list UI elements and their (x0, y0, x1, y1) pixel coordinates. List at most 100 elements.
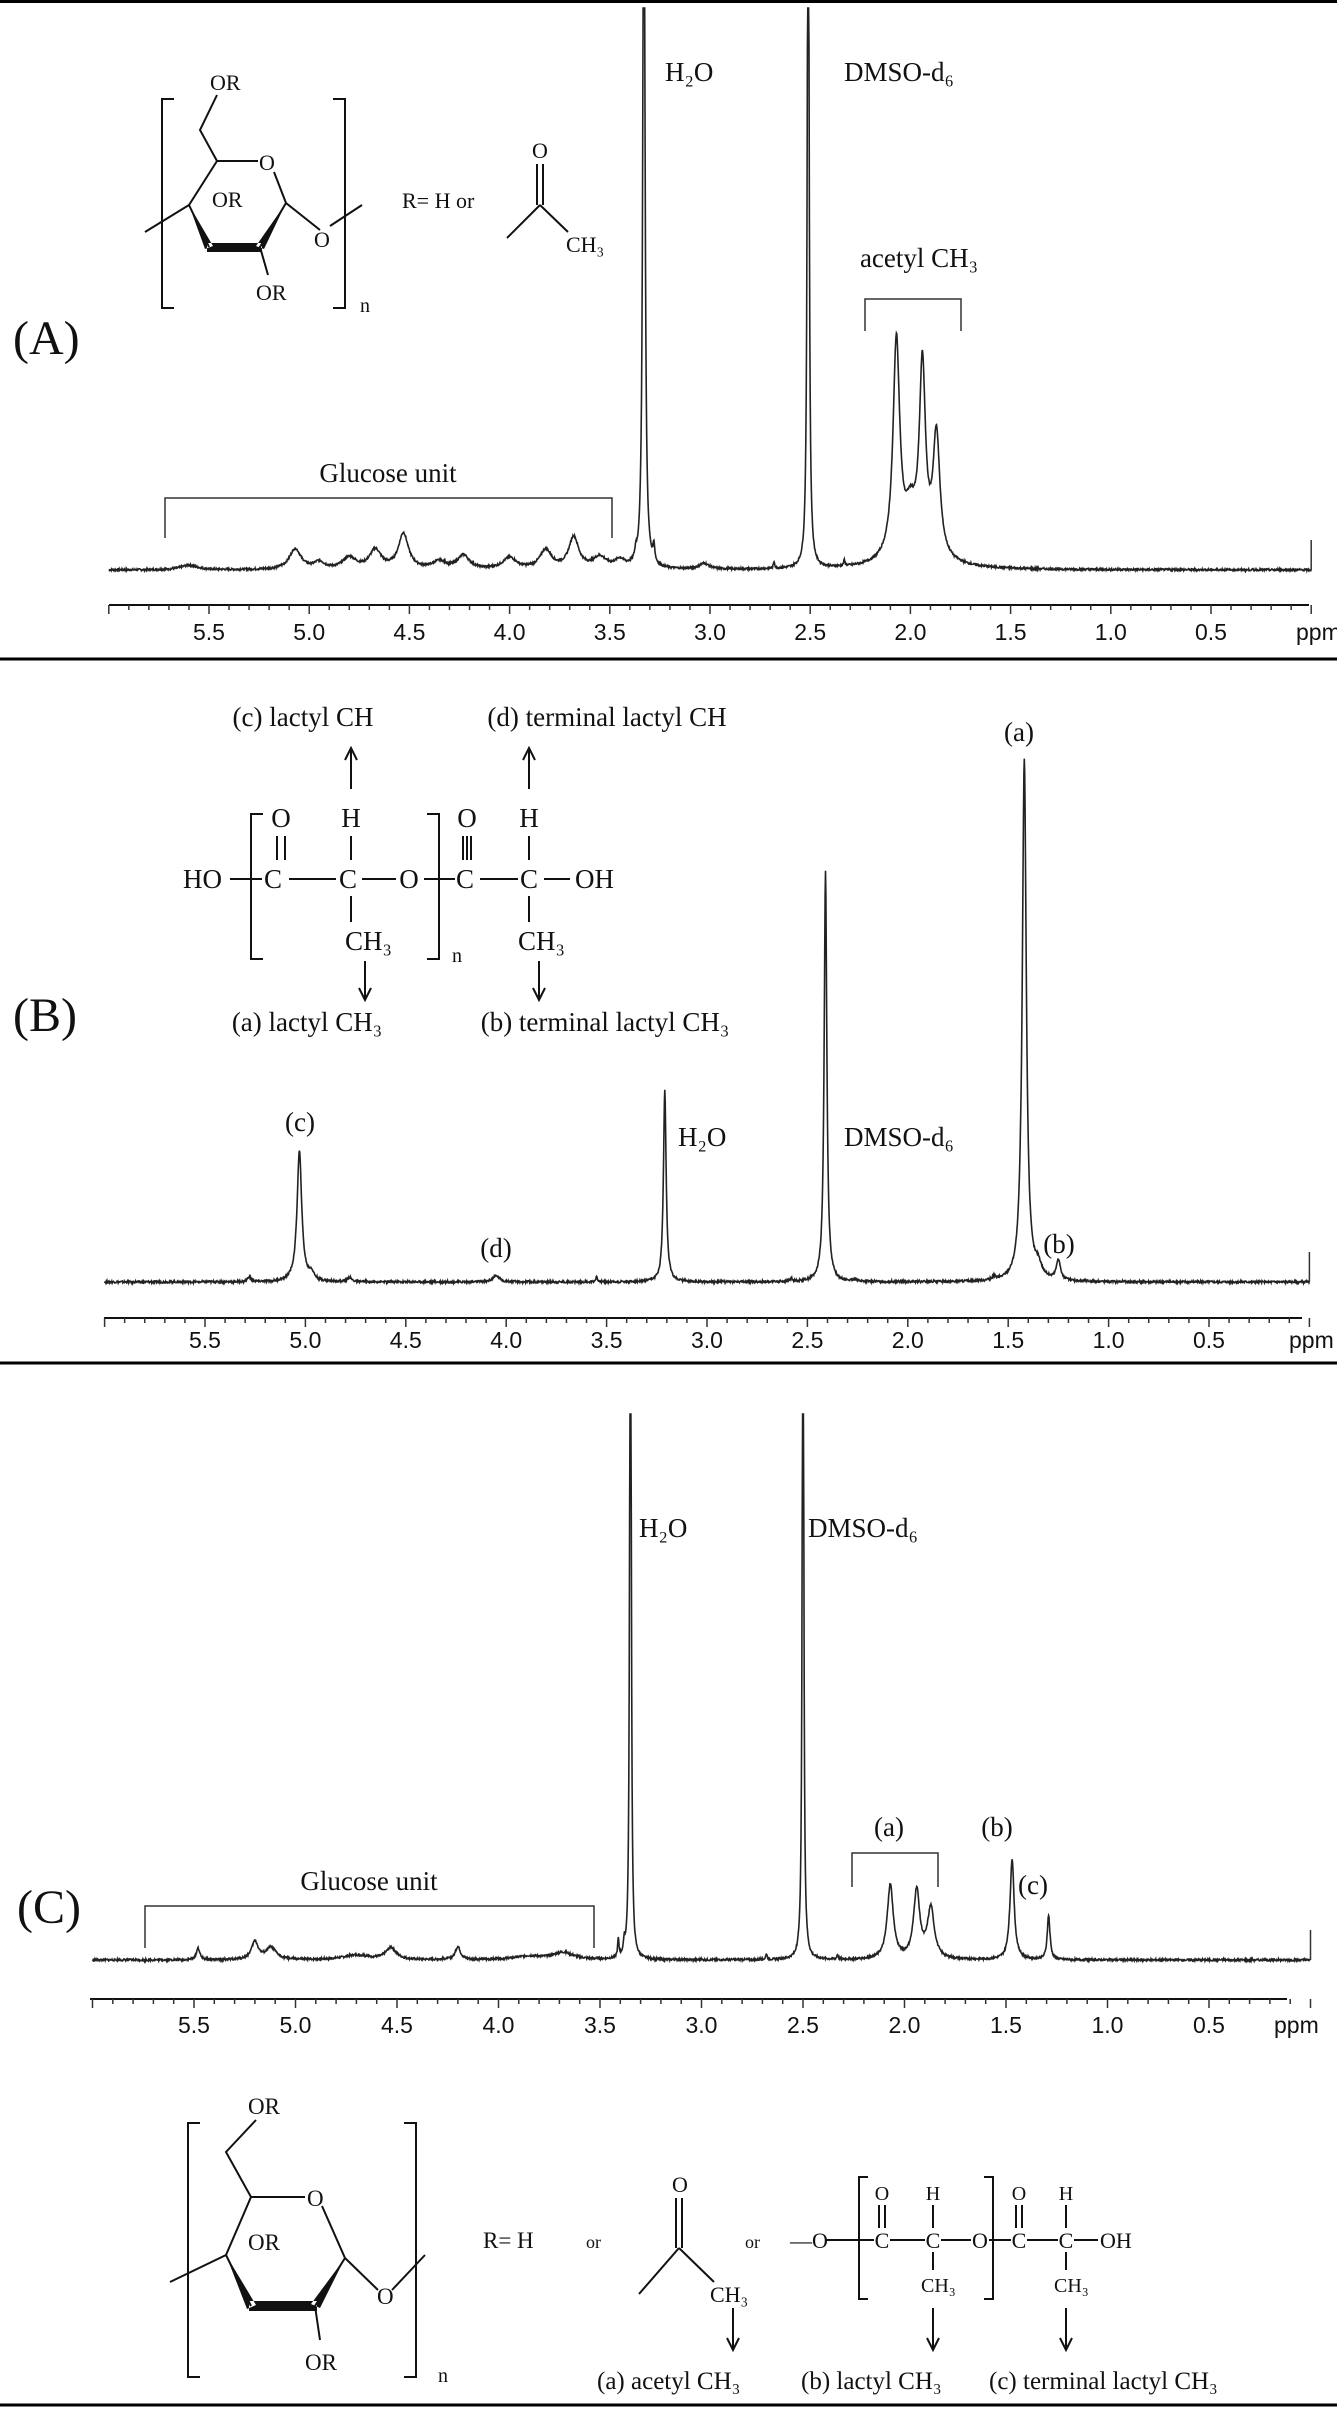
tick-label: 2.0 (894, 619, 926, 645)
tick-label: 3.0 (691, 1327, 723, 1353)
tick-label: 5.0 (289, 1327, 321, 1353)
label-acetyl-ch3: (a) acetyl CH₃ (597, 2368, 740, 2395)
down-arrows (358, 961, 546, 1003)
acetyl-bracket (864, 298, 962, 331)
wedge-bonds (226, 2255, 345, 2311)
atom-oh: OH (1100, 2228, 1132, 2253)
r-definition: R= H or (402, 188, 475, 213)
x-axis-label: ppm (1274, 2012, 1319, 2038)
ring-o-text: O (307, 2186, 324, 2211)
tick-label: 0.5 (1193, 2012, 1225, 2038)
h2o-label: H₂O (665, 57, 713, 87)
peak-label-a: (a) (874, 1812, 904, 1842)
atom-o: O (1012, 2183, 1026, 2205)
peak-label-a: (a) (1004, 717, 1034, 747)
or-text: OR (212, 187, 243, 212)
dmso-label: DMSO-d₆ (844, 1122, 954, 1152)
h2o-label: H₂O (678, 1122, 726, 1152)
or-text: OR (305, 2350, 338, 2375)
peak-label-b: (b) (981, 1812, 1012, 1842)
acetyl-label: acetyl CH₃ (860, 243, 978, 273)
panel-label: (A) (13, 312, 80, 365)
atom-ch3: CH₃ (518, 926, 565, 956)
glucose-bracket (144, 1905, 595, 1948)
glucose-label: Glucose unit (319, 458, 457, 488)
atom-c: C (264, 864, 282, 894)
tick-label: 4.5 (393, 619, 425, 645)
or-text: OR (210, 70, 241, 95)
atom-o: —O (789, 2228, 828, 2253)
tick-label: 2.5 (791, 1327, 823, 1353)
wedge-bonds (189, 203, 286, 252)
tick-label: 3.5 (594, 619, 626, 645)
carbonyl-o-text: O (672, 2172, 688, 2197)
atom-o: O (271, 803, 291, 833)
label-terminal-lactyl-ch3: (c) terminal lactyl CH₃ (989, 2368, 1218, 2395)
tick-label: 2.0 (892, 1327, 924, 1353)
panel-label: (C) (17, 1881, 81, 1934)
or-text: or (745, 2232, 760, 2252)
label-lactyl-ch3: (b) lactyl CH₃ (801, 2368, 942, 2395)
tick-label: 1.0 (1092, 2012, 1124, 2038)
tick-label: 1.5 (990, 2012, 1022, 2038)
tick-label: 2.5 (787, 2012, 819, 2038)
peak-label-b: (b) (1043, 1229, 1074, 1259)
atom-h: H (519, 803, 539, 833)
tick-label: 0.5 (1193, 1327, 1225, 1353)
atom-c: C (339, 864, 357, 894)
carbonyl-o-text: O (532, 138, 548, 163)
tick-label: 4.5 (390, 1327, 422, 1353)
spectrum-trace (91, 1413, 1311, 1965)
dmso-label: DMSO-d₆ (844, 57, 954, 87)
label-lactyl-ch3: (a) lactyl CH₃ (232, 1007, 382, 1037)
tick-label: 5.0 (280, 2012, 312, 2038)
tick-label: 1.5 (992, 1327, 1024, 1353)
glucose-structure: n OR O O OR OR (169, 2094, 448, 2387)
or-text: OR (248, 2094, 281, 2119)
or-text: or (586, 2232, 601, 2252)
tick-label: 1.0 (1095, 619, 1127, 645)
acetyl-structure: O CH₃ (638, 2172, 748, 2353)
label-lactyl-ch: (c) lactyl CH (233, 702, 374, 732)
panel-label: (B) (13, 989, 77, 1042)
or-text: OR (248, 2230, 281, 2255)
tick-label: 0.5 (1195, 619, 1227, 645)
peak-label-d: (d) (480, 1233, 511, 1263)
glyco-o-text: O (377, 2284, 394, 2309)
atom-h: H (341, 803, 361, 833)
tick-label: 4.0 (483, 2012, 515, 2038)
repeat-n: n (452, 945, 462, 967)
methyl-text: CH₃ (710, 2282, 748, 2307)
tick-label: 5.0 (293, 619, 325, 645)
spectrum-trace (103, 758, 1311, 1287)
tick-label: 3.0 (686, 2012, 718, 2038)
atom-oh: OH (575, 864, 614, 894)
lactyl-structure: —O O H O H C C O C C OH CH₃ CH₃ (789, 2176, 1132, 2353)
spectrum-trace (108, 7, 1312, 574)
atom-o: O (457, 803, 477, 833)
peak-label-c: (c) (1018, 1870, 1048, 1900)
atom-h: H (1059, 2183, 1073, 2205)
tick-label: 4.0 (490, 1327, 522, 1353)
repeat-n: n (360, 295, 370, 317)
repeat-n: n (438, 2365, 448, 2387)
glucose-structure: n OR O O OR OR (144, 70, 370, 317)
atom-h: H (926, 2183, 940, 2205)
or-text: OR (256, 280, 287, 305)
peak-label-c: (c) (285, 1107, 315, 1137)
tick-label: 1.5 (995, 619, 1027, 645)
methyl-text: CH₃ (566, 232, 604, 257)
dmso-label: DMSO-d₆ (808, 1513, 918, 1543)
tick-label: 3.5 (591, 1327, 623, 1353)
tick-label: 2.0 (889, 2012, 921, 2038)
ring-o-text: O (259, 150, 275, 175)
atom-o: O (875, 2183, 889, 2205)
glyco-o-text: O (314, 227, 330, 252)
atom-ho: HO (183, 864, 222, 894)
glucose-label: Glucose unit (300, 1866, 438, 1896)
